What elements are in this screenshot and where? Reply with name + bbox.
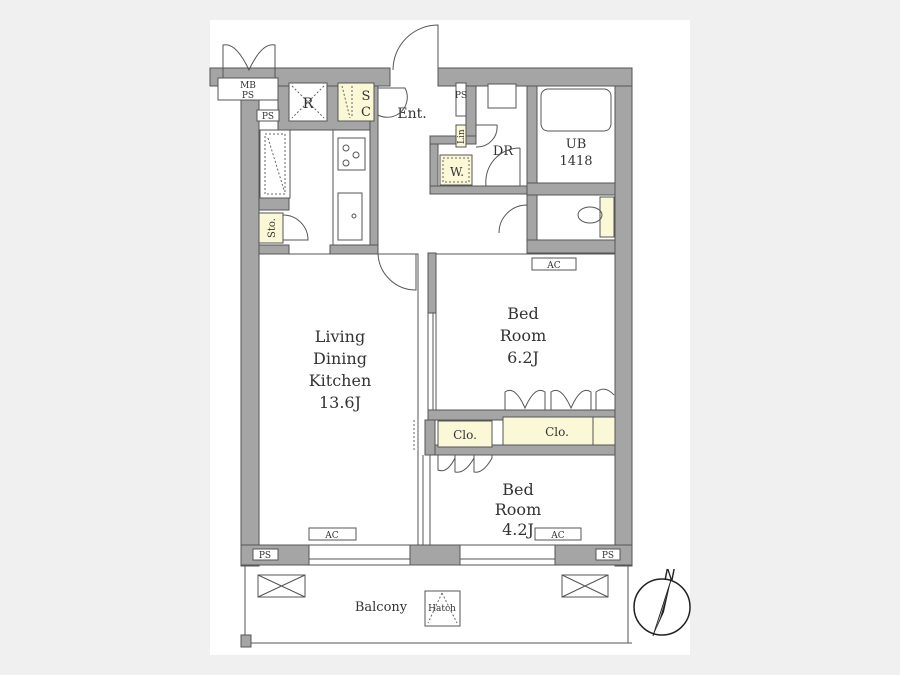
washer-space bbox=[439, 154, 473, 186]
window bbox=[308, 558, 411, 566]
bed1-label-2: Room bbox=[500, 326, 546, 345]
entrance-door[interactable] bbox=[392, 24, 439, 71]
ldk-door[interactable] bbox=[377, 253, 417, 291]
compass-icon bbox=[633, 578, 691, 637]
closet-1 bbox=[502, 416, 616, 446]
unit-bath bbox=[536, 85, 616, 184]
closet-doors[interactable] bbox=[504, 388, 615, 410]
refrigerator-label: R bbox=[303, 96, 314, 112]
balcony-label: Balcony bbox=[355, 600, 408, 615]
ac-label: AC bbox=[324, 531, 338, 541]
ac-label: AC bbox=[546, 261, 560, 271]
shoe-closet-s: S bbox=[362, 89, 371, 104]
bed2-label-1: Bed bbox=[502, 480, 533, 499]
linen-label: Lin bbox=[457, 129, 467, 144]
mb-ps-box bbox=[217, 77, 279, 101]
ldk-label-2: Dining bbox=[313, 349, 367, 368]
vanity bbox=[487, 83, 517, 109]
ldk-label-3: Kitchen bbox=[309, 371, 372, 390]
stove bbox=[337, 137, 366, 171]
sink bbox=[337, 192, 363, 241]
closet-label: Clo. bbox=[453, 428, 477, 442]
storage bbox=[258, 212, 284, 244]
shoe-closet bbox=[337, 82, 375, 122]
ac-label: AC bbox=[550, 531, 564, 541]
bed1-size: 6.2J bbox=[507, 348, 539, 367]
shoe-closet-c: C bbox=[361, 105, 371, 120]
ac-unit bbox=[308, 527, 357, 541]
ps-label: PS bbox=[262, 112, 274, 122]
toilet-door[interactable] bbox=[498, 204, 528, 240]
hatch bbox=[424, 590, 461, 627]
ps-label: PS bbox=[602, 551, 614, 561]
ps-label: PS bbox=[242, 91, 254, 101]
living-dining-kitchen bbox=[258, 253, 419, 546]
storage-label: Sto. bbox=[267, 218, 278, 238]
storage-door bbox=[282, 214, 309, 241]
ps-label: PS bbox=[259, 551, 271, 561]
ldk-label-1: Living bbox=[315, 327, 365, 346]
closet-2-doors[interactable] bbox=[437, 455, 493, 473]
ps-box bbox=[256, 109, 280, 122]
ac-unit bbox=[534, 527, 582, 541]
ps-label: PS bbox=[455, 91, 467, 101]
toilet-icon bbox=[577, 206, 603, 224]
bed-room-1 bbox=[435, 253, 616, 411]
mb-door-swing bbox=[222, 44, 276, 78]
window bbox=[459, 558, 556, 566]
closet-2 bbox=[437, 420, 493, 448]
closet-label: Clo. bbox=[545, 425, 569, 439]
sliding-door[interactable] bbox=[427, 313, 434, 410]
entrance-label: Ent. bbox=[397, 106, 426, 122]
hatch-label: Hatch bbox=[428, 604, 456, 614]
counter-dashed bbox=[264, 133, 286, 195]
bed2-size: 4.2J bbox=[502, 520, 534, 539]
ub-label: UB bbox=[566, 137, 587, 152]
mb-label: MB bbox=[240, 81, 256, 91]
shoe-door bbox=[377, 87, 408, 118]
ub-size: 1418 bbox=[559, 154, 592, 169]
bed-room-2 bbox=[429, 454, 616, 546]
linen bbox=[455, 124, 467, 148]
washer-label: W. bbox=[450, 165, 464, 179]
bed1-label-1: Bed bbox=[507, 304, 538, 323]
compass-north-label: N bbox=[664, 566, 675, 584]
bed2-label-2: Room bbox=[495, 500, 541, 519]
ldk-size: 13.6J bbox=[319, 393, 361, 412]
ac-unit bbox=[531, 257, 577, 271]
